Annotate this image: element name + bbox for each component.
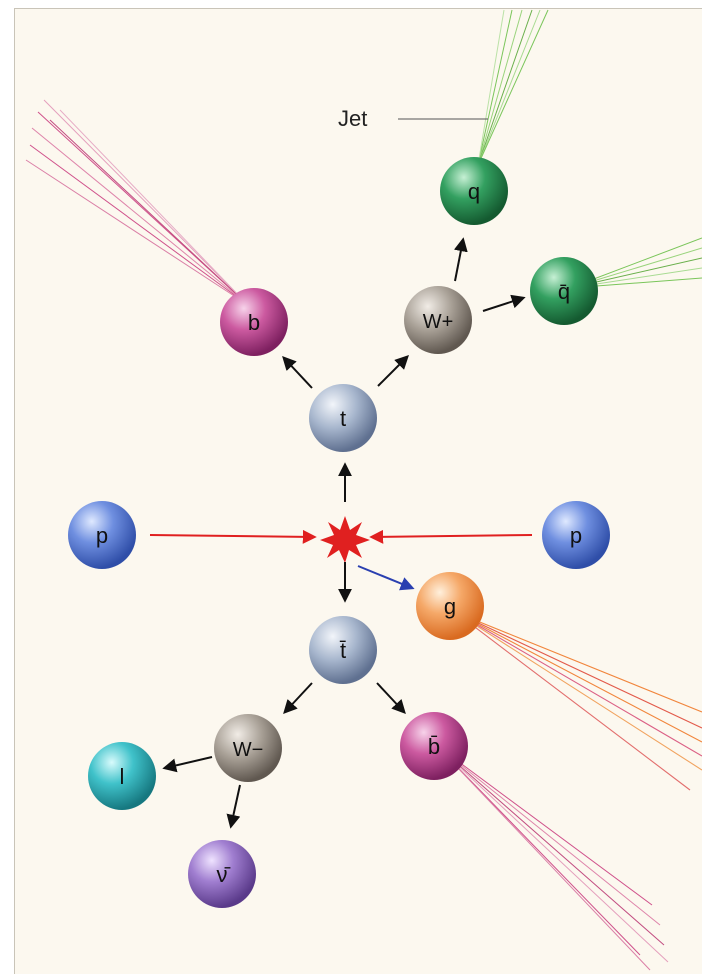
particle-proton-right: p [542,501,610,569]
arrow-wplus-to-q [455,240,463,281]
particle-label: t [340,406,346,431]
particle-label: W− [233,739,264,761]
collision-burst-icon [320,516,370,563]
particle-label: l [120,764,125,789]
particle-w-minus: W− [214,714,282,782]
beam-left-arrow [150,535,314,537]
particle-top-quark: t [309,384,377,452]
particle-label: g [444,594,456,619]
particle-label: q [468,179,480,204]
particle-w-plus: W+ [404,286,472,354]
jet-b [26,100,248,305]
particle-label: t̄ [340,638,346,663]
arrow-antitop-to-wminus [285,683,312,712]
particle-label: W+ [423,311,454,333]
beam-right-arrow [372,535,532,537]
particle-lepton: l [88,742,156,810]
jet-antib [436,745,668,970]
arrow-wminus-to-antineutrino [231,785,240,826]
particle-antineutrino: ν̄ [188,840,256,908]
arrow-top-to-wplus [378,357,407,386]
arrow-wplus-to-antiq [483,298,523,311]
jet-q [478,10,548,165]
particle-antiquark: q̄ [530,257,598,325]
particle-label: b̄ [428,734,440,759]
particle-label: q̄ [558,279,570,304]
particle-gluon: g [416,572,484,640]
particle-antitop-quark: t̄ [309,616,377,684]
arrow-top-to-b [284,358,312,388]
particle-antib-quark: b̄ [400,712,468,780]
jet-gluon [455,612,702,790]
particle-b-quark: b [220,288,288,356]
particle-label: p [570,523,582,548]
arrow-antitop-to-antib [377,683,404,712]
jet-label: Jet [338,106,367,131]
particle-label: b [248,310,260,335]
particle-proton-left: p [68,501,136,569]
particle-label: p [96,523,108,548]
particle-quark: q [440,157,508,225]
arrow-wminus-to-lepton [165,757,212,768]
arrow-to-gluon [358,566,412,588]
